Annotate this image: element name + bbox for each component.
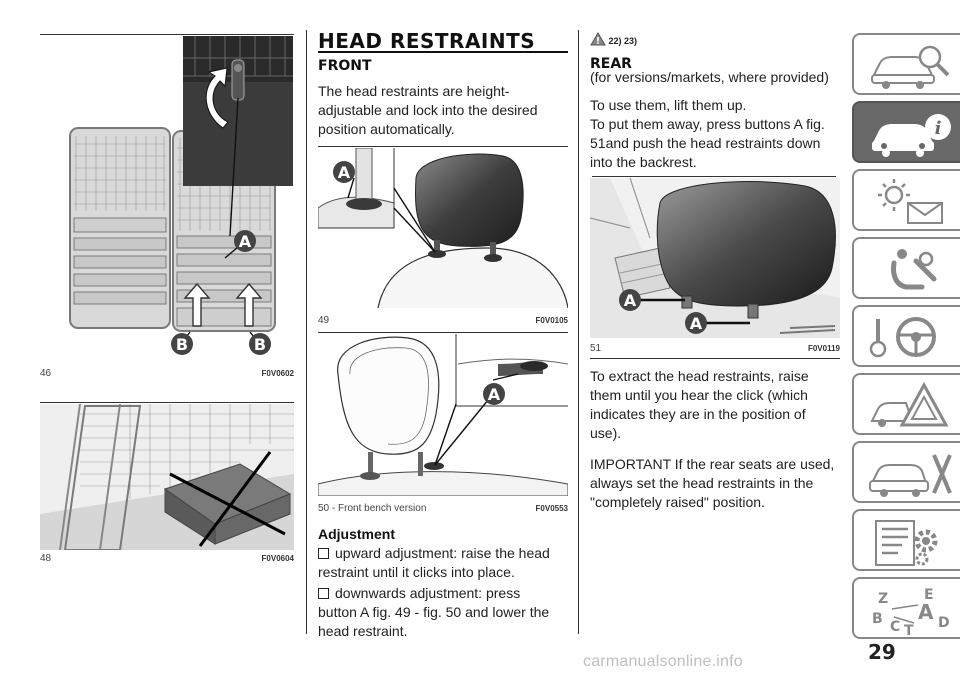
svg-text:Z: Z [878,591,888,607]
figure-49-callout-a: A [338,163,351,182]
figure-51-code: F0V0119 [807,344,840,353]
figure-46-illustration: A B B [69,36,293,355]
figure-46: A B B [40,36,294,366]
figure-50-number: 50 - Front bench version [318,503,427,514]
tab-servicing-maintenance[interactable] [852,441,960,503]
figure-48-illustration [40,404,294,550]
checkbox-bullet-icon [318,588,329,599]
svg-text:D: D [938,615,950,631]
svg-text:i: i [935,118,942,139]
figure-46-callout-a: A [239,232,252,251]
rear-para-1: To use them, lift them up. To put them a… [590,97,825,170]
svg-text:E: E [924,587,934,603]
checkbox-bullet-icon [318,548,329,559]
figure-46-code: F0V0602 [261,369,294,378]
adjustment-heading: Adjustment [318,526,395,542]
figure-51-illustration: A A [590,178,840,338]
rear-heading: REAR [590,56,632,72]
car-service-tools-icon [869,454,952,497]
alphabet-index-icon: Z E A B D C T [872,587,950,635]
warning-triangle-icon [590,32,606,46]
figure-49-illustration: A [318,148,568,308]
tab-emergency[interactable] [852,373,960,435]
figure-49-code: F0V0105 [535,316,568,325]
svg-text:T: T [904,623,914,635]
figure-51-callout-a-left: A [624,291,637,310]
svg-text:A: A [918,600,934,624]
figure-48-code: F0V0604 [261,554,294,563]
tab-knowing-your-vehicle[interactable] [852,33,960,95]
breakdown-triangle-icon [870,381,949,427]
tab-index[interactable]: Z E A B D C T [852,577,960,639]
tab-safety[interactable]: i [852,101,960,163]
warning-light-message-icon [878,179,943,224]
airbag-seat-icon [891,249,937,290]
warning-refs: 22) 23) [590,32,637,46]
rear-note: (for versions/markets, where provided) [590,69,829,85]
car-magnifier-icon [871,45,950,89]
figure-48 [40,404,294,550]
figure-46-number: 46 [40,368,52,379]
page-number: 29 [868,640,896,664]
key-steering-wheel-icon [869,317,936,358]
car-info-icon: i [872,114,951,157]
rear-para-2: To extract the head restraints, raise th… [590,368,809,441]
tab-passive-safety[interactable] [852,237,960,299]
bullet-upward: upward adjustment: raise the head restra… [318,545,550,580]
figure-51-number: 51 [590,343,602,354]
figure-51-callout-a-right: A [690,314,703,333]
figure-46-callout-b-left: B [176,335,188,354]
front-intro: The head restraints are height- adjustab… [318,83,538,137]
section-title: HEAD RESTRAINTS [318,29,536,53]
rear-para-3: IMPORTANT If the rear seats are used, al… [590,456,835,510]
figure-50-callout-a: A [488,385,501,404]
tab-technical-specifications[interactable] [852,509,960,571]
figure-46-callout-b-right: B [254,335,266,354]
figure-50: A [318,334,568,496]
figure-49: A [318,148,568,308]
svg-text:C: C [890,619,900,635]
specs-gear-icon [875,520,938,566]
svg-text:B: B [872,611,883,627]
figure-51: A A [590,178,840,338]
figure-49-number: 49 [318,315,330,326]
watermark: carmanualsonline.info [583,653,743,670]
tab-starting-driving[interactable] [852,305,960,367]
tab-warning-lights[interactable] [852,169,960,231]
figure-50-code: F0V0553 [535,504,568,513]
figure-50-illustration: A [318,334,568,496]
front-heading: FRONT [318,58,372,74]
bullet-downward: downwards adjustment: press button A fig… [318,585,550,639]
figure-48-number: 48 [40,553,52,564]
